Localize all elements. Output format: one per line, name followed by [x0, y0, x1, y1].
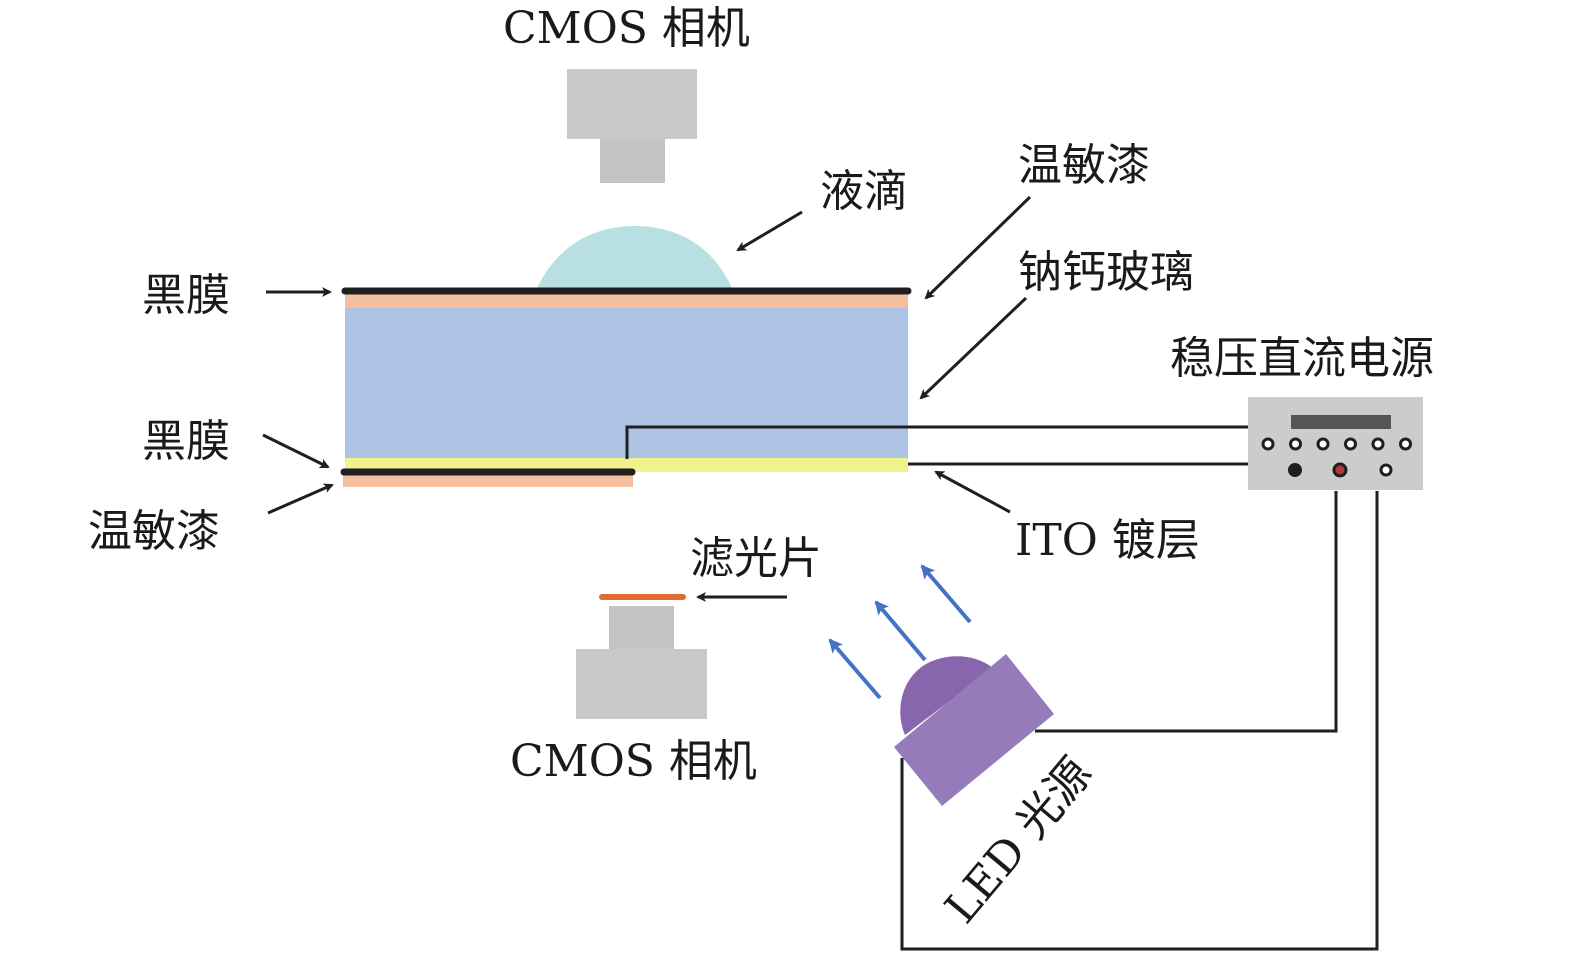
droplet-label: 液滴 — [820, 166, 908, 217]
wire-led-positive — [1035, 491, 1338, 733]
power-terminal[interactable] — [1371, 437, 1385, 451]
bottom-camera-label: CMOS 相机 — [510, 736, 757, 787]
wire-upper — [625, 425, 1248, 459]
power-supply-terminals — [1261, 437, 1412, 451]
light-rays — [828, 564, 972, 700]
filter-label: 滤光片 — [690, 533, 822, 584]
power-knob-red[interactable] — [1332, 462, 1348, 478]
led-dome — [900, 656, 993, 735]
light-ray-arrow — [874, 600, 927, 662]
top-camera-lens — [600, 139, 665, 183]
bottom-cmos-camera — [576, 606, 707, 719]
glass-arrow — [919, 296, 1028, 400]
thermo-paint-left-arrow — [267, 483, 334, 515]
dc-power-supply — [1248, 397, 1423, 490]
light-ray-arrow — [828, 638, 882, 700]
droplet — [537, 226, 732, 288]
top-camera-label: CMOS 相机 — [503, 3, 750, 54]
black-film-bottom-label: 黑膜 — [142, 416, 230, 467]
power-terminal[interactable] — [1289, 437, 1302, 451]
thermo-paint-right-arrow — [924, 195, 1032, 300]
led-body — [894, 654, 1054, 806]
thermo-paint-left-label: 温敏漆 — [88, 506, 220, 557]
black-film-top-label: 黑膜 — [142, 270, 230, 321]
power-supply-display — [1291, 415, 1391, 429]
top-camera-body — [567, 69, 697, 139]
top-cmos-camera — [567, 69, 697, 183]
bottom-camera-lens — [609, 606, 674, 649]
power-terminal[interactable] — [1344, 437, 1357, 451]
wires — [625, 425, 1379, 951]
black-film-bottom-arrow — [262, 433, 330, 469]
power-terminal[interactable] — [1399, 437, 1412, 451]
power-terminal[interactable] — [1316, 437, 1330, 451]
glass-label: 钠钙玻璃 — [1018, 247, 1194, 298]
led-light-source — [894, 654, 1054, 806]
ito-coating-label: ITO 镀层 — [1015, 515, 1200, 566]
power-supply-label: 稳压直流电源 — [1170, 333, 1434, 384]
bottom-camera-body — [576, 649, 707, 719]
light-ray-arrow — [920, 564, 972, 624]
thermo-paint-top-layer — [345, 294, 908, 308]
power-knob-white[interactable] — [1379, 463, 1393, 477]
power-knob-black[interactable] — [1288, 463, 1302, 477]
power-terminal[interactable] — [1261, 437, 1275, 451]
thermo-paint-right-label: 温敏漆 — [1018, 140, 1150, 191]
thermo-paint-bottom-layer — [343, 474, 633, 487]
ito-coating-arrow — [934, 470, 1011, 514]
droplet-arrow — [736, 210, 803, 252]
wire-led-negative — [900, 491, 1379, 951]
sample-stack — [340, 287, 912, 487]
